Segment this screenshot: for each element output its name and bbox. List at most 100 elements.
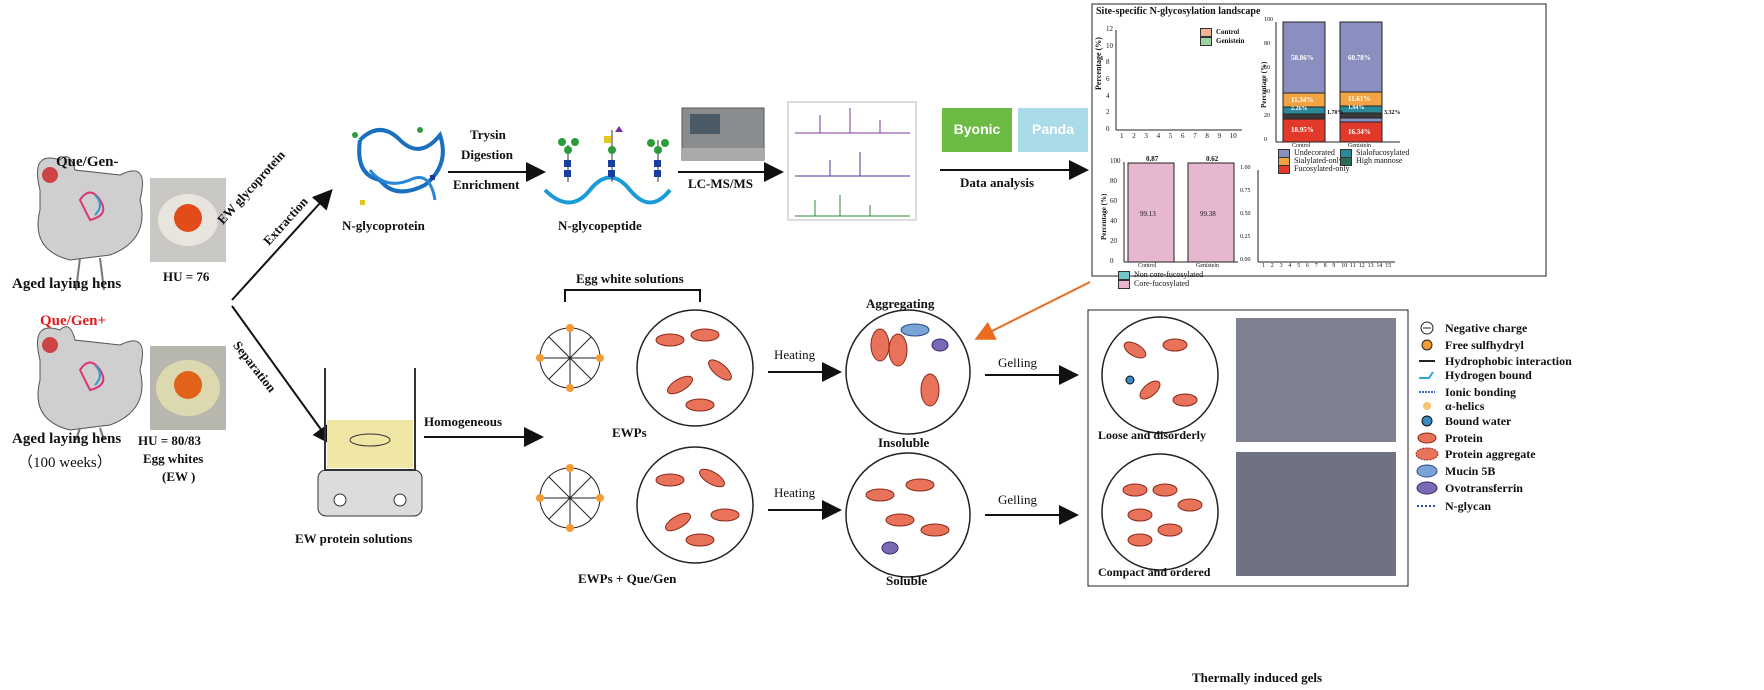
glycosite-bar-chart [1115,30,1242,131]
sem-image-compact [1236,452,1396,576]
hens-age-label: （100 weeks） [18,455,112,471]
ewps-que-label: EWPs + Que/Gen [578,571,677,586]
core-ytick: 20 [1110,237,1117,245]
stacked-a-left: 2.26% [1291,106,1308,112]
legend-protein: Protein [1445,431,1483,445]
beaker-stirrer [317,368,423,517]
egg-photo-bottom [150,346,226,430]
bar-xtick: 3 [1144,132,1148,140]
heating-bottom-label: Heating [774,485,816,500]
logo-ytick: 0.75 [1240,188,1251,194]
core-top-right: 0.62 [1206,155,1219,163]
data-analysis-label: Data analysis [960,175,1035,190]
legend-n-glycan: N-glycan [1445,499,1491,513]
logo-xtick: 12 [1358,263,1365,269]
logo-ytick: 1.00 [1240,165,1251,171]
logo-ytick: 0.50 [1240,211,1251,217]
core-ylabel: Percentage (%) [1100,193,1108,240]
digestion-label: Digestion [461,147,513,162]
logo-xtick: 1 [1262,263,1265,269]
logo-xtick: 10 [1341,263,1348,269]
ew-label: (EW ) [162,469,196,484]
lcms-label: LC-MS/MS [688,176,753,191]
soluble-circle [845,452,971,578]
stacked-ytick: 60 [1264,65,1270,71]
core-ytick: 40 [1110,217,1117,225]
hens-top-label: Aged laying hens [12,276,122,292]
bar-ylabel: Percentage (%) [1094,37,1103,90]
gelling-bottom-label: Gelling [998,492,1037,507]
bar-xtick: 4 [1156,132,1161,140]
byonic-tool-bg [942,108,1012,152]
bar-xtick: 9 [1217,132,1222,140]
micelle-ewps [536,324,604,392]
bracket-egg-white-solutions [564,289,701,302]
legend-hydrophobic: Hydrophobic interaction [1445,354,1572,368]
egg-whites-label: Egg whites [143,451,204,466]
compact-label: Compact and ordered [1098,565,1211,579]
logo-xtick: 11 [1350,263,1356,269]
stacked-legend-fucosylated: Fucosylated-only [1278,164,1350,174]
bar-xtick: 10 [1229,132,1237,140]
sequence-logo [1257,170,1395,263]
logo-xtick: 14 [1376,263,1383,269]
logo-xtick: 15 [1385,263,1392,269]
legend-negative-charge: Negative charge [1445,321,1528,335]
core-ytick: 100 [1110,157,1121,165]
legend-alpha-helics: α-helics [1445,399,1485,413]
panda-tool-bg [1018,108,1088,152]
gelling-top-label: Gelling [998,355,1037,370]
bar-xtick: 1 [1120,132,1124,140]
n-glycopeptide-label: N-glycopeptide [558,218,642,233]
logo-xtick: 6 [1306,263,1309,269]
legend-bound-water: Bound water [1445,414,1512,428]
stacked-ytick: 100 [1264,17,1273,23]
stacked-side-left: 1.70% [1327,110,1344,116]
ew-protein-solutions-label: EW protein solutions [295,531,413,546]
core-legend-core: Core-fucosylated [1118,279,1189,289]
legend-protein-aggregate: Protein aggregate [1445,447,1536,461]
stacked-ytick: 80 [1264,41,1270,47]
loose-label: Loose and disorderly [1098,428,1207,442]
legend-mucin: Mucin 5B [1445,464,1496,478]
legend-symbols [1415,321,1439,507]
solution-circle-bottom [636,446,754,564]
stacked-bottom-left: 18.95% [1291,126,1314,134]
solution-circle-top [636,309,754,427]
hen-bottom-illustration [37,326,143,441]
core-legend-non: Non core-fucosylated [1118,270,1203,280]
logo-xtick: 5 [1297,263,1301,269]
bar-xtick: 2 [1132,132,1136,140]
bar-ytick: 10 [1106,41,1113,50]
egg-white-solutions-label: Egg white solutions [576,271,684,286]
stacked-legend-high-mannose: High mannose [1340,156,1402,166]
legend-ionic: Ionic bonding [1445,385,1517,399]
lc-ms-instrument [681,107,765,161]
sem-image-loose [1236,318,1396,442]
bar-xtick: 8 [1205,132,1209,140]
n-glycopeptide-structure [543,126,672,205]
bar-ytick: 4 [1106,91,1110,100]
gel-loose-circle [1101,316,1219,434]
n-glycoprotein-label: N-glycoprotein [342,218,425,233]
hens-bottom-label: Aged laying hens [12,431,122,447]
bar-xtick: 5 [1168,132,1173,140]
stacked-bottom-right: 16.34% [1348,128,1371,136]
arrow-separation [231,305,333,446]
core-val-left: 99.13 [1140,210,1156,218]
ewps-label: EWPs [612,425,647,440]
logo-ytick: 0.25 [1240,234,1251,240]
stacked-cat-genistein: Genistein [1348,143,1371,149]
stacked-a-right: 1.94% [1348,105,1365,111]
logo-xtick: 9 [1332,263,1336,269]
core-cat-control: Control [1138,263,1157,269]
stacked-cat-control: Control [1292,143,1311,149]
landscape-title: Site-specific N-glycosylation landscape [1096,6,1261,17]
arrow-orange-link [974,281,1091,340]
homogeneous-label: Homogeneous [424,414,502,429]
que-gen-plus-label: Que/Gen+ [40,313,107,329]
logo-xtick: 7 [1314,263,1318,269]
stacked-composition-chart [1275,21,1400,143]
aggregating-label: Aggregating [866,296,935,311]
